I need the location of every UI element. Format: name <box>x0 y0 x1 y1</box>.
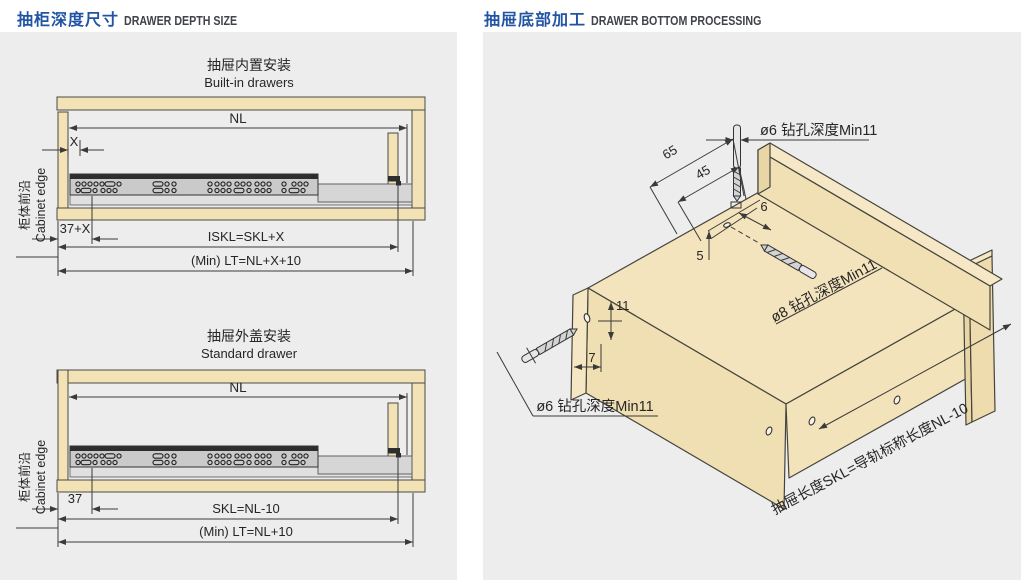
cabinet-top-board <box>56 369 426 384</box>
dim-front-offset: 37 <box>32 468 118 547</box>
dim-label-65: 65 <box>660 142 680 162</box>
cabinet-back-board <box>411 380 426 483</box>
dim-drill-top: ø6 钻孔深度Min11 <box>706 122 877 143</box>
dim-lt: (Min) LT=NL+X+10 <box>58 221 414 276</box>
cabinet-back-board <box>411 107 426 210</box>
dim-6: 6 <box>738 199 772 231</box>
cabinet-edge-label-en: Cabinet edge <box>34 440 48 514</box>
section-title-en: DRAWER DEPTH SIZE <box>124 13 238 28</box>
section-title-bottom-processing: 抽屉底部加工 DRAWER BOTTOM PROCESSING <box>484 6 799 30</box>
diagram1-title-en: Built-in drawers <box>204 75 294 90</box>
drill-hole-top <box>730 201 742 209</box>
section-title-en: DRAWER BOTTOM PROCESSING <box>591 13 762 28</box>
diagram2-title-en: Standard drawer <box>201 346 298 361</box>
drill-top-label: ø6 钻孔深度Min11 <box>760 122 877 139</box>
dim-5: 5 <box>696 231 712 263</box>
dim-label-offset: 37+X <box>60 221 91 236</box>
dim-label-5: 5 <box>696 248 703 263</box>
section-title-zh: 抽柜深度尺寸 <box>17 12 120 29</box>
cabinet-edge-label-zh: 柜体前沿 <box>17 180 32 230</box>
cabinet-top-board <box>56 96 426 111</box>
dim-lt: (Min) LT=NL+10 <box>58 493 414 547</box>
dim-label-11: 11 <box>616 298 630 313</box>
front-hole-1 <box>765 426 773 436</box>
pilot-hole <box>723 222 731 228</box>
cabinet-edge-callout: 柜体前沿 Cabinet edge <box>16 168 58 258</box>
drill-bit-left <box>521 328 578 364</box>
dim-label-skl: SKL=NL-10 <box>212 501 280 516</box>
cabinet-front-edge-board <box>57 111 69 209</box>
cabinet-front-edge-board <box>57 369 69 481</box>
cabinet-cross-section <box>56 369 426 493</box>
drill-left-callout: ø6 钻孔深度Min11 <box>496 351 658 417</box>
drill-bit-diagonal <box>760 244 817 279</box>
cabinet-edge-label-zh: 柜体前沿 <box>17 452 32 502</box>
dim-x: X <box>42 134 104 156</box>
dim-skl: SKL=NL-10 <box>58 455 399 524</box>
diagram2-title-zh: 抽屉外盖安装 <box>207 328 291 344</box>
cabinet-bottom-board <box>56 479 426 493</box>
drawer-bottom-processing-diagram: ø6 钻孔深度Min11 65 45 6 5 <box>496 122 1012 518</box>
dim-label-nl: NL <box>229 380 247 395</box>
drill-bit-vertical <box>732 124 742 202</box>
dim-label-lt: (Min) LT=NL+X+10 <box>191 253 301 268</box>
dim-label-x: X <box>70 134 79 149</box>
dim-label-6: 6 <box>760 199 767 214</box>
front-hole-2 <box>808 416 816 426</box>
dim-7: 7 <box>574 344 602 372</box>
cabinet-edge-label-en: Cabinet edge <box>34 168 48 242</box>
dim-nl: NL <box>69 380 408 455</box>
dim-label-skl: ISKL=SKL+X <box>208 229 285 244</box>
built-in-drawer-diagram: 抽屉内置安装 Built-in drawers NL X <box>16 57 426 276</box>
section-title-drawer-depth: 抽柜深度尺寸 DRAWER DEPTH SIZE <box>17 6 262 30</box>
standard-drawer-diagram: 抽屉外盖安装 Standard drawer NL 37 <box>16 328 426 547</box>
side-board-end-face <box>570 287 589 401</box>
dim-skl: ISKL=SKL+X <box>58 184 399 252</box>
drill-left-label: ø6 钻孔深度Min11 <box>536 398 653 415</box>
dim-label-offset: 37 <box>68 491 82 506</box>
dim-label-45: 45 <box>693 162 713 182</box>
dim-nl: NL <box>69 111 408 183</box>
dim-label-lt: (Min) LT=NL+10 <box>199 524 293 539</box>
section-title-zh: 抽屉底部加工 <box>484 12 587 29</box>
dim-label-7: 7 <box>588 350 595 365</box>
cabinet-cross-section <box>56 96 426 221</box>
dim-label-nl: NL <box>229 111 247 126</box>
dim-11: 11 <box>598 298 630 340</box>
side-hole <box>583 313 591 323</box>
cabinet-edge-callout: 柜体前沿 Cabinet edge <box>16 440 58 529</box>
cabinet-bottom-board <box>56 207 426 221</box>
diagram1-title-zh: 抽屉内置安装 <box>207 57 291 73</box>
drawer-back-board-iso <box>757 142 1003 331</box>
dim-65-45: 65 45 <box>649 138 747 242</box>
